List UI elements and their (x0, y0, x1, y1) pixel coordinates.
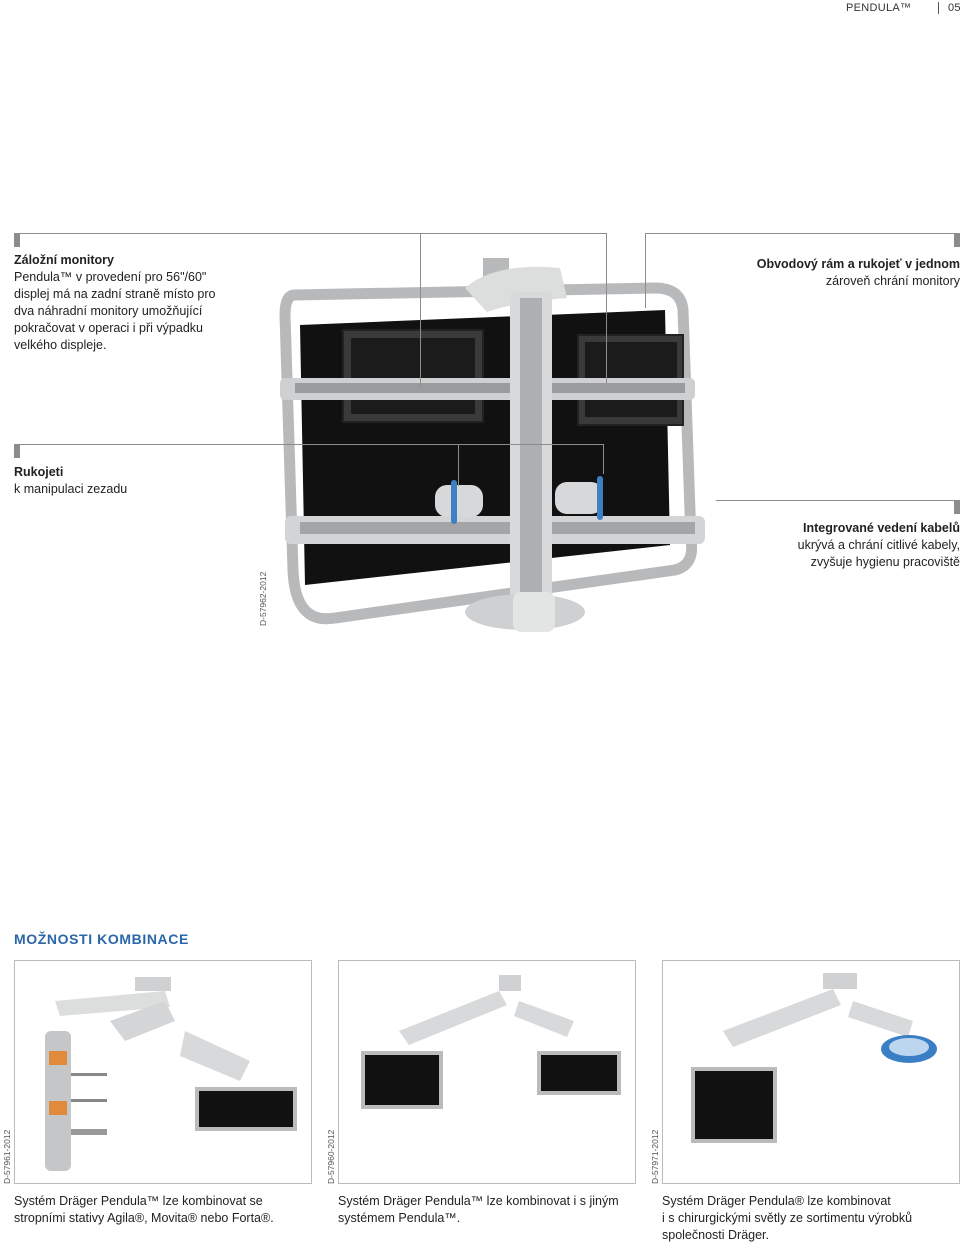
combination-image-2 (338, 960, 636, 1184)
callout-handles-title: Rukojeti (14, 465, 64, 479)
header-separator (938, 2, 939, 14)
callout-backup-line-1: Pendula™ v provedení pro 56"/60" (14, 270, 207, 284)
callout-line-handles-h (14, 444, 604, 445)
callout-backup-line-3: dva náhradní monitory umožňující (14, 304, 203, 318)
combination-caption-1-line-2: stropními stativy Agila®, Movita® nebo F… (14, 1211, 274, 1225)
callout-frame-title: Obvodový rám a rukojeť v jednom (756, 257, 960, 271)
callout-line-backup-h (14, 233, 421, 234)
callout-handles-line-1: k manipulaci zezadu (14, 482, 128, 496)
callout-line-frame-h (645, 233, 960, 234)
callout-handles: Rukojeti k manipulaci zezadu (14, 464, 234, 498)
page-number: 05 (948, 2, 960, 14)
combination-caption-1-line-1: Systém Dräger Pendula™ lze kombinovat se (14, 1194, 263, 1208)
main-image-credit: D-57962-2012 (258, 571, 268, 626)
combination-credit-2: D-57960-2012 (326, 1129, 336, 1184)
callout-line-cable-h (716, 500, 960, 501)
combination-image-1 (14, 960, 312, 1184)
callout-line-handles-v2 (603, 444, 604, 474)
combination-credit-1: D-57961-2012 (2, 1129, 12, 1184)
callout-backup-line-2: displej má na zadní straně místo pro (14, 287, 216, 301)
monitor-panel-2a (361, 1051, 443, 1109)
section-title: MOŽNOSTI KOMBINACE (14, 931, 189, 947)
monitor-panel-2b (537, 1051, 621, 1095)
callout-backup-title: Záložní monitory (14, 253, 114, 267)
combination-caption-1: Systém Dräger Pendula™ lze kombinovat se… (14, 1193, 314, 1227)
monitor-panel-1 (195, 1087, 297, 1131)
callout-cable-line-2: zvyšuje hygienu pracoviště (810, 555, 960, 569)
combination-caption-3-line-1: Systém Dräger Pendula® lze kombinovat (662, 1194, 891, 1208)
combination-caption-2: Systém Dräger Pendula™ lze kombinovat i … (338, 1193, 638, 1227)
handle-left (435, 485, 483, 517)
combination-caption-3-line-3: společnosti Dräger. (662, 1228, 770, 1242)
callout-cable-title: Integrované vedení kabelů (803, 521, 960, 535)
callout-frame-line-1: zároveň chrání monitory (825, 274, 960, 288)
combination-illustration-1 (45, 977, 297, 1171)
monitor-panel-3 (691, 1067, 777, 1143)
callout-marker-cable (954, 500, 960, 514)
combination-illustration-3 (691, 973, 937, 1143)
callout-cable-line-1: ukrývá a chrání citlivé kabely, (797, 538, 960, 552)
pendula-main-illustration (279, 258, 705, 632)
combination-caption-3: Systém Dräger Pendula® lze kombinovat i … (662, 1193, 958, 1244)
combination-caption-2-line-1: Systém Dräger Pendula™ lze kombinovat i … (338, 1194, 619, 1208)
callout-cable-management: Integrované vedení kabelů ukrývá a chrán… (640, 520, 960, 571)
callout-backup-line-4: pokračovat v operaci i při výpadku (14, 321, 203, 335)
combination-credit-3: D-57971-2012 (650, 1129, 660, 1184)
callout-backup-monitors: Záložní monitory Pendula™ v provedení pr… (14, 252, 274, 354)
outer-frame (279, 282, 698, 625)
callout-marker-backup (14, 233, 20, 247)
callout-line-backup-v1 (420, 233, 421, 386)
combination-illustration-2 (361, 975, 621, 1109)
combination-caption-2-line-2: systémem Pendula™. (338, 1211, 461, 1225)
callout-line-frame-v (645, 233, 646, 308)
callout-frame-handle: Obvodový rám a rukojeť v jednom zároveň … (660, 256, 960, 290)
callout-backup-line-5: velkého displeje. (14, 338, 107, 352)
handle-right (555, 482, 603, 514)
header-brand: PENDULA™ (846, 2, 912, 14)
callout-line-backup-h2 (420, 233, 607, 234)
callout-marker-handles (14, 444, 20, 458)
combination-caption-3-line-2: i s chirurgickými světly ze sortimentu v… (662, 1211, 913, 1225)
callout-line-backup-v2 (606, 233, 607, 383)
callout-marker-frame (954, 233, 960, 247)
combination-image-3 (662, 960, 960, 1184)
callout-line-handles-v1 (458, 444, 459, 486)
